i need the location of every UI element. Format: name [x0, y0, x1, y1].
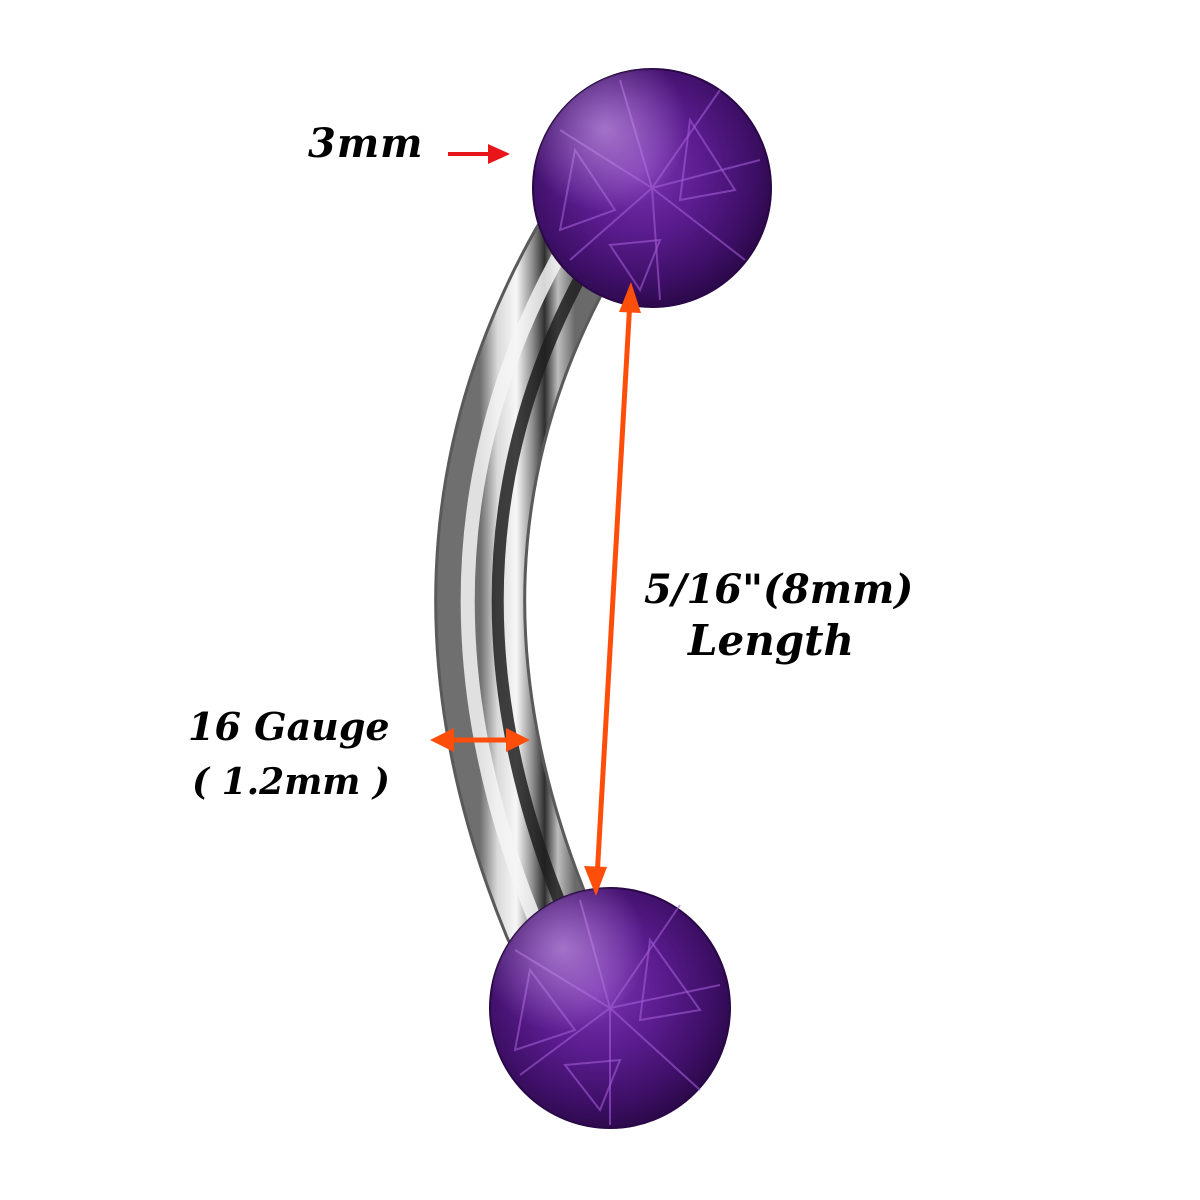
curved-bar: [434, 204, 621, 966]
ball-size-label: 3mm: [308, 120, 424, 167]
ball-size-arrow: [448, 144, 510, 164]
gauge-mm-label: ( 1.2mm ): [192, 761, 390, 803]
gauge-arrow: [430, 728, 530, 752]
length-value-label: 5/16"(8mm): [644, 566, 914, 613]
bottom-gem-ball: [489, 887, 731, 1129]
length-arrow: [584, 282, 641, 896]
length-word-label: Length: [688, 616, 855, 665]
gauge-label: 16 Gauge: [188, 704, 390, 749]
top-gem-ball: [532, 68, 772, 308]
